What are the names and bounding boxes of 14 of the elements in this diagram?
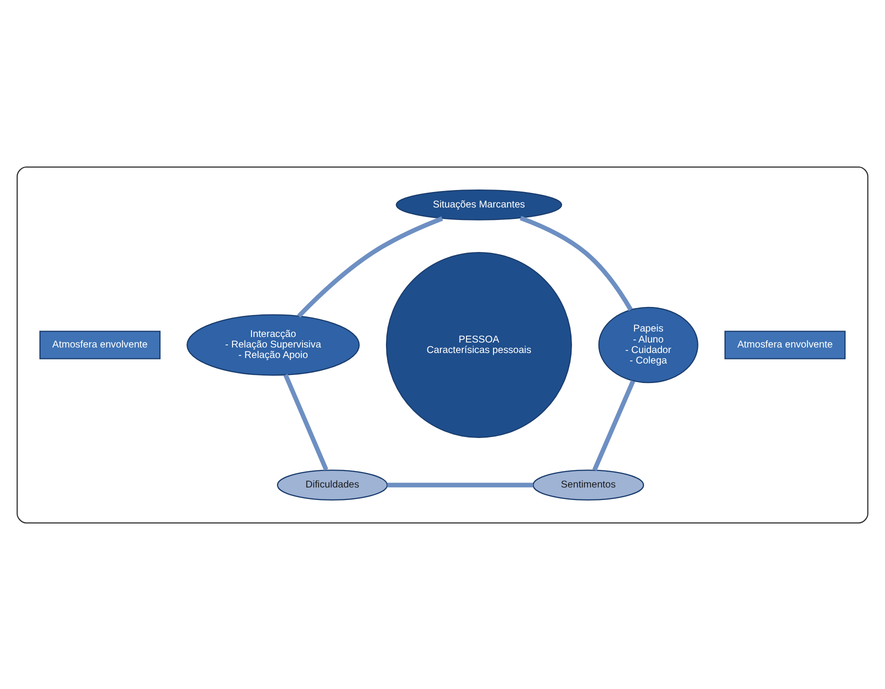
- cluster: [16, 166, 868, 523]
- connector: [387, 482, 533, 487]
- node-box: Atmosfera envolvente: [39, 330, 161, 359]
- node-ellipse: Dificuldades: [276, 469, 388, 500]
- connector: [283, 373, 328, 470]
- node-ellipse: Interacção - Relação Supervisiva - Relação Apoio: [186, 314, 360, 376]
- connector: [297, 216, 444, 318]
- connector: [592, 380, 636, 470]
- connector: [520, 215, 633, 310]
- node-ellipse: Sentimentos: [532, 469, 644, 500]
- node-circle: PESSOA Caracterísicas pessoais: [386, 251, 572, 438]
- node-box: Atmosfera envolvente: [724, 330, 846, 359]
- node-ellipse: Papeis - Aluno - Cuidador - Colega: [598, 306, 698, 383]
- node-ellipse: Situações Marcantes: [396, 188, 562, 220]
